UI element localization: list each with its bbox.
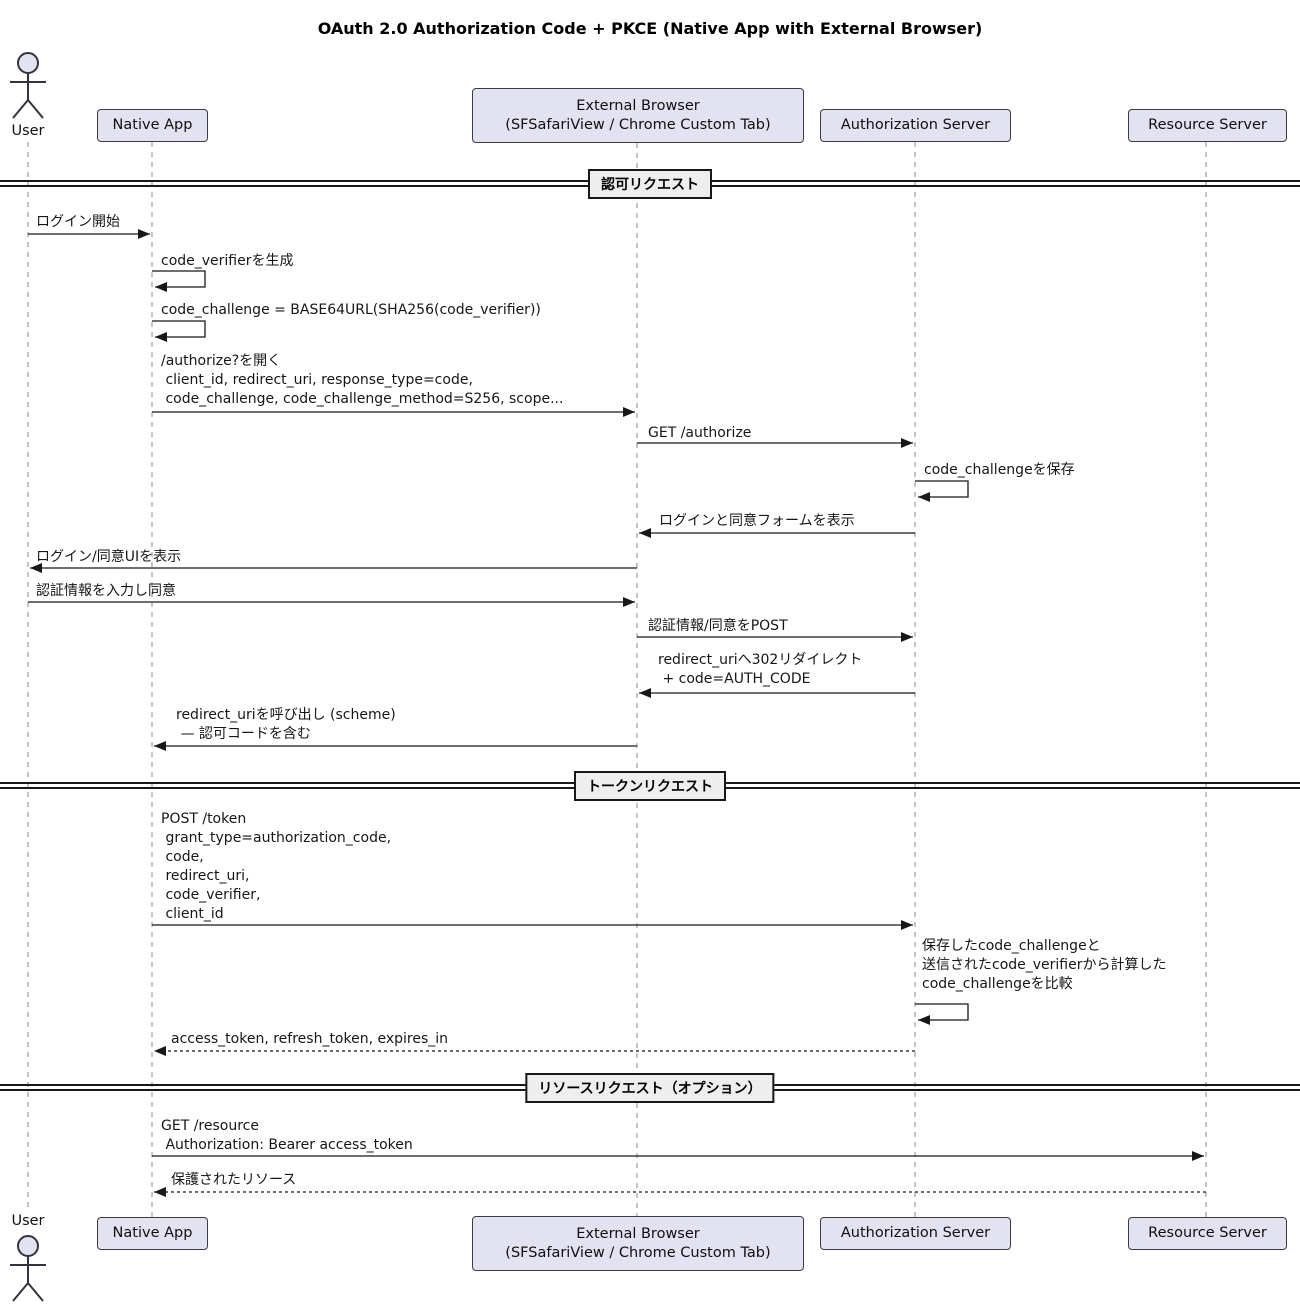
divider-authorization-request: 認可リクエスト	[588, 169, 712, 199]
message-login-start: ログイン開始	[36, 214, 120, 230]
message-store-challenge: code_challengeを保存	[924, 462, 1075, 478]
message-show-login-form: ログインと同意フォームを表示	[659, 513, 855, 529]
divider-token-request: トークンリクエスト	[574, 771, 726, 801]
participant-user-top: User	[11, 123, 45, 139]
user-actor-icon	[10, 52, 46, 119]
message-callback-scheme: redirect_uriを呼び出し (scheme) — 認可コードを含む	[176, 707, 396, 742]
message-protected-resource: 保護されたリソース	[171, 1172, 297, 1188]
diagram-title: OAuth 2.0 Authorization Code + PKCE (Nat…	[317, 19, 983, 38]
message-open-authorize: /authorize?を開く client_id, redirect_uri, …	[161, 353, 564, 407]
message-302-redirect: redirect_uriへ302リダイレクト + code=AUTH_CODE	[658, 652, 863, 687]
arrow-self-compare-challenge	[915, 1003, 969, 1025]
message-post-credentials: 認証情報/同意をPOST	[648, 618, 788, 634]
message-compare-challenge: 保存したcode_challengeと 送信されたcode_verifierから…	[922, 938, 1167, 992]
participant-user-bottom: User	[11, 1213, 45, 1229]
message-code-challenge: code_challenge = BASE64URL(SHA256(code_v…	[161, 302, 541, 318]
participant-authorization-server-bottom: Authorization Server	[820, 1217, 1011, 1250]
message-get-authorize: GET /authorize	[648, 425, 752, 441]
message-token-response: access_token, refresh_token, expires_in	[171, 1031, 449, 1047]
divider-resource-request: リソースリクエスト（オプション）	[525, 1073, 775, 1103]
arrow-self-code-challenge	[152, 320, 206, 342]
arrow-self-generate-verifier	[152, 270, 206, 292]
participant-resource-server-bottom: Resource Server	[1128, 1217, 1287, 1250]
user-actor-icon-bottom	[10, 1235, 46, 1302]
participant-external-browser-top: External Browser (SFSafariView / Chrome …	[472, 88, 804, 143]
participant-native-app-bottom: Native App	[97, 1217, 208, 1250]
participant-native-app-top: Native App	[97, 109, 208, 142]
participant-external-browser-bottom: External Browser (SFSafariView / Chrome …	[472, 1216, 804, 1271]
lifelines	[27, 142, 1207, 1217]
message-arrows	[28, 229, 1206, 1197]
message-post-token: POST /token grant_type=authorization_cod…	[161, 811, 392, 922]
participant-authorization-server-top: Authorization Server	[820, 109, 1011, 142]
participant-resource-server-top: Resource Server	[1128, 109, 1287, 142]
message-generate-verifier: code_verifierを生成	[161, 253, 294, 269]
message-get-resource: GET /resource Authorization: Bearer acce…	[161, 1118, 413, 1153]
message-show-consent-ui: ログイン/同意UIを表示	[36, 549, 182, 565]
arrow-self-store-challenge	[915, 480, 969, 502]
message-enter-credentials: 認証情報を入力し同意	[36, 583, 176, 599]
